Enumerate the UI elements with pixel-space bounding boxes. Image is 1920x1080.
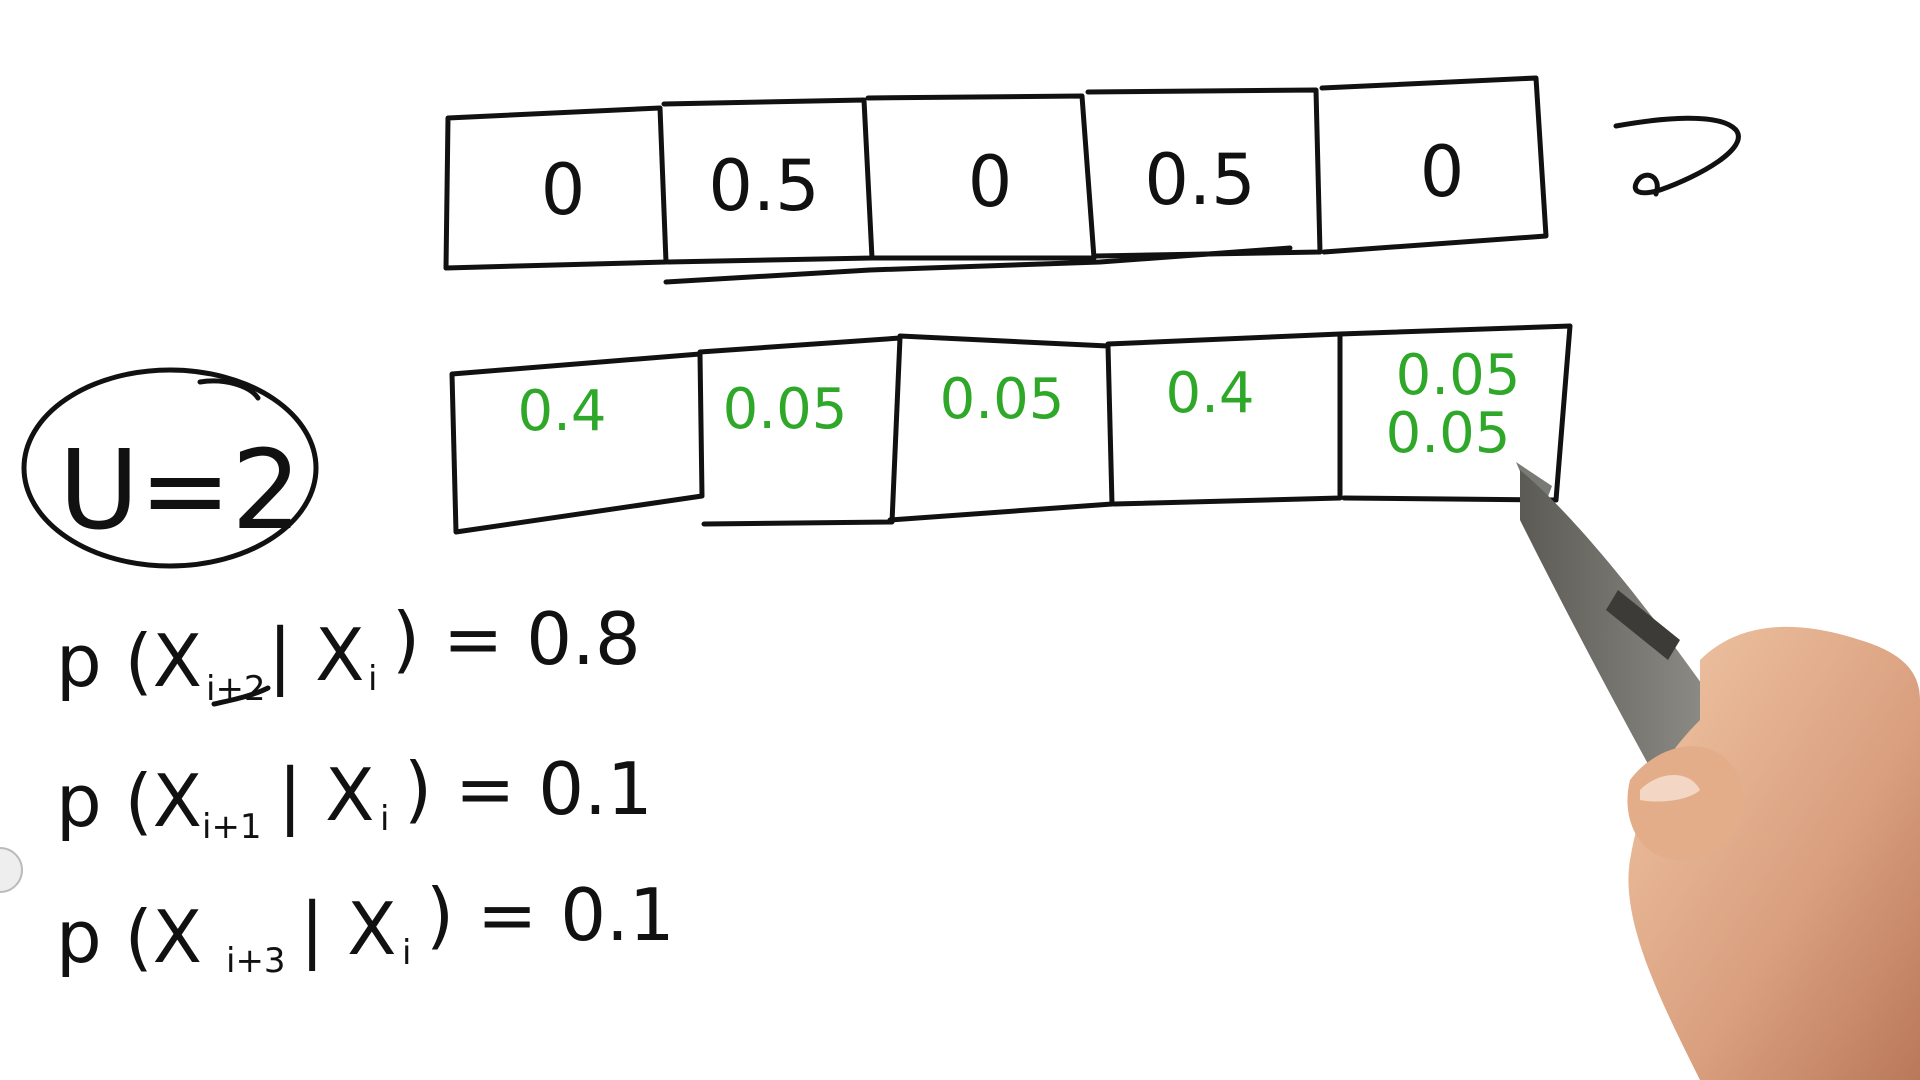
prior-cell-value: 0 bbox=[968, 141, 1013, 223]
equation-middle: | X bbox=[268, 613, 364, 698]
equation-middle: | X bbox=[278, 753, 374, 838]
edge-marker-icon bbox=[0, 847, 23, 893]
equation-subscript: i+1 bbox=[202, 807, 262, 847]
prior-cell-value: 0 bbox=[541, 149, 586, 231]
motion-label: U=2 bbox=[21, 367, 319, 569]
motion-label-circle-tail bbox=[197, 378, 261, 401]
prior-row-underline bbox=[663, 245, 1293, 285]
posterior-cell-border bbox=[449, 351, 705, 535]
hand-shape bbox=[1628, 626, 1920, 1080]
posterior-cell-value: 0.05 bbox=[723, 377, 848, 442]
prior-cell-value: 0.5 bbox=[1144, 139, 1255, 221]
equation: p (X i+1 | X i ) = 0.1 bbox=[56, 747, 653, 847]
wraparound-arrow-icon bbox=[1613, 115, 1741, 197]
posterior-cell-border bbox=[1105, 331, 1343, 507]
hand-icon bbox=[1627, 626, 1920, 1080]
prior-cell-border bbox=[661, 97, 875, 265]
prior-cell-border bbox=[865, 93, 1097, 261]
prior-cell-border bbox=[1319, 75, 1549, 255]
equation-suffix: ) = 0.1 bbox=[426, 873, 675, 957]
posterior-cell-value: 0.4 bbox=[1165, 361, 1254, 426]
equation-prefix: p (X bbox=[56, 759, 202, 843]
prior-row: 0 0.5 0 0.5 0 bbox=[443, 75, 1549, 285]
equation-underline bbox=[211, 685, 271, 707]
equation: p (X i+2 | X i ) = 0.8 bbox=[56, 597, 641, 709]
posterior-cell-value: 0.05 bbox=[1386, 401, 1511, 466]
equation-subscript: i bbox=[368, 659, 377, 699]
equation-suffix: ) = 0.8 bbox=[392, 597, 641, 681]
equation-middle: | X bbox=[300, 887, 396, 972]
equation-list: p (X i+2 | X i ) = 0.8 p (X i+1 | X i ) … bbox=[56, 597, 675, 981]
posterior-cell-value: 0.05 bbox=[940, 367, 1065, 432]
posterior-cell-border bbox=[1337, 323, 1573, 503]
prior-cell-value: 0 bbox=[1420, 131, 1465, 213]
equation: p (X i+3 | X i ) = 0.1 bbox=[56, 873, 675, 981]
posterior-cell-border bbox=[697, 335, 903, 527]
prior-cell-value: 0.5 bbox=[708, 145, 819, 227]
equation-suffix: ) = 0.1 bbox=[404, 747, 653, 831]
thumb-shape bbox=[1627, 746, 1744, 860]
equation-subscript: i+3 bbox=[226, 941, 286, 981]
motion-label-circle bbox=[21, 367, 319, 569]
equation-subscript: i bbox=[402, 933, 411, 973]
thumb-nail bbox=[1640, 775, 1700, 802]
equation-prefix: p (X bbox=[56, 619, 202, 703]
posterior-cell-border bbox=[887, 333, 1115, 523]
equation-subscript: i bbox=[380, 799, 389, 839]
motion-label-text: U=2 bbox=[59, 426, 302, 554]
posterior-cell-value: 0.05 bbox=[1396, 343, 1521, 408]
pen-button bbox=[1606, 590, 1680, 660]
posterior-row: 0.4 0.05 0.05 0.4 0.05 0.05 bbox=[449, 323, 1573, 535]
equation-prefix: p (X bbox=[56, 895, 202, 979]
posterior-cell-value: 0.4 bbox=[517, 379, 606, 444]
